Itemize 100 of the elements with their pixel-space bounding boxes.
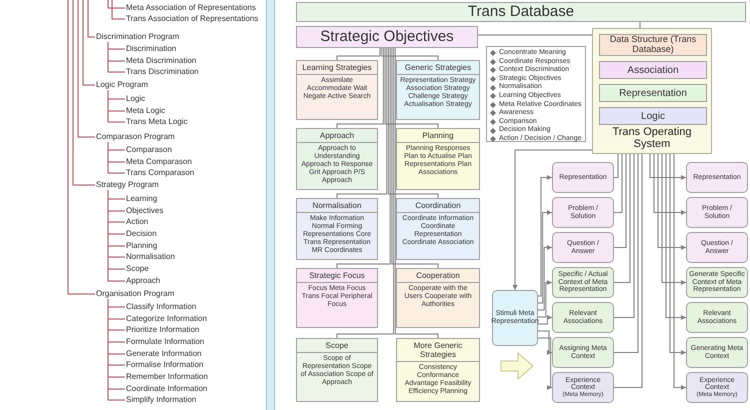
tree-label: Decision (125, 229, 158, 239)
tree-label: Meta Discrimination (125, 56, 198, 66)
tree-label: Discrimination (125, 44, 178, 54)
card-heading: Planning (397, 129, 479, 143)
arrow (538, 280, 552, 318)
connector-line (614, 154, 642, 388)
tree-label: Comparason (125, 145, 173, 155)
card-heading: Normalisation (297, 199, 377, 213)
tree-label: Classify Information (125, 302, 198, 312)
tree-label: Trans Meta Logic (125, 117, 189, 127)
tree-label: Approach (125, 276, 162, 286)
arrow (512, 150, 592, 290)
tree-label: Categorize Information (125, 314, 208, 324)
tree-label: Meta Comparason (125, 157, 193, 167)
tree-label: Discrimination Program (95, 32, 180, 42)
card-heading: Cooperation (397, 269, 479, 283)
strategy-card (296, 128, 378, 190)
connector-line (614, 154, 626, 248)
strategy-card (296, 198, 378, 260)
connector-line (336, 48, 394, 338)
tree-label: Scope (125, 264, 150, 274)
arrow (538, 338, 552, 390)
card-heading: Approach (297, 129, 377, 143)
tree-label: Coordinate Information (125, 384, 208, 394)
tree-label: Organisation Program (95, 289, 176, 299)
connector-line (478, 34, 592, 36)
card-heading: Coordination (397, 199, 479, 213)
arrow (538, 210, 552, 304)
arrow (538, 175, 552, 296)
arrow (538, 245, 552, 310)
card-heading: Strategic Focus (297, 269, 377, 283)
connector-line (394, 48, 438, 338)
bullet-list-box (486, 46, 586, 142)
tree-label: Strategy Program (95, 180, 160, 190)
strategy-card (296, 268, 378, 328)
tree-label: Normalisation (125, 252, 176, 262)
tree-label: Action (125, 217, 150, 227)
connector-line (108, 0, 126, 8)
connector-line (614, 154, 638, 353)
connector-line (388, 48, 438, 198)
strategy-card (296, 338, 378, 402)
label-box: Association (599, 61, 707, 79)
arrow (670, 154, 686, 355)
connector-line (88, 0, 96, 38)
card-heading: More Generic Strategies (397, 339, 479, 362)
arrow (654, 154, 686, 215)
tree-label: Logic (125, 94, 146, 104)
arrow (538, 330, 552, 355)
strategy-card (296, 60, 378, 120)
arrow (650, 154, 686, 180)
connector-line (108, 142, 126, 174)
connector-line (614, 154, 634, 318)
tree-label: Planning (125, 241, 158, 251)
strategy-card (396, 338, 480, 402)
tree-label: Learning (125, 194, 158, 204)
label-box: Logic (599, 107, 707, 125)
strategy-card (396, 268, 480, 328)
tree-label: Prioritize Information (125, 325, 200, 335)
tree-label: Logic Program (95, 80, 150, 90)
tree-label: Formalise Information (125, 360, 204, 370)
system-panel (592, 28, 712, 154)
card-heading: Generic Strategies (397, 61, 479, 75)
arrow (662, 154, 686, 285)
tree-label: Remember Information (125, 372, 209, 382)
card-heading: Scope (297, 339, 377, 353)
tree-label: Trans Comparason (125, 168, 196, 178)
tree-label: Trans Association of Representations (125, 14, 260, 24)
tree-label: Simplify Information (125, 395, 198, 405)
tree-label: Formulate Information (125, 337, 206, 347)
connector-line (614, 154, 630, 283)
connector-line (384, 48, 438, 128)
tree-label: Meta Association of Representations (125, 3, 257, 13)
connector-line (72, 0, 96, 186)
connector-line (336, 48, 391, 268)
label-box: Representation (599, 84, 707, 102)
label-box: Strategic Objectives (296, 26, 478, 48)
connector-line (614, 154, 622, 213)
rounded-box-frame (686, 372, 748, 403)
connector-line (78, 0, 96, 138)
connector-line (336, 48, 384, 128)
connector-line (336, 48, 380, 60)
strategy-card (396, 60, 480, 120)
card-heading: Learning Strategies (297, 61, 377, 75)
tree-label: Trans Discrimination (125, 67, 200, 77)
connector-line (336, 48, 388, 198)
connector-line (614, 154, 618, 178)
arrow (538, 315, 552, 324)
label-box: Trans Database (296, 2, 746, 22)
arrow (658, 154, 686, 250)
connector-line (68, 0, 96, 294)
panel-title: Trans Operating System (611, 126, 693, 150)
strategy-card (396, 198, 480, 260)
connector-line (108, 90, 126, 122)
strategy-card (396, 128, 480, 190)
tree-label: Generate Information (125, 349, 203, 359)
tree-label: Meta Logic (125, 106, 166, 116)
arrow (674, 154, 686, 390)
rounded-box-frame (552, 372, 614, 403)
connector-line (108, 42, 126, 72)
connector-line (112, 0, 126, 20)
